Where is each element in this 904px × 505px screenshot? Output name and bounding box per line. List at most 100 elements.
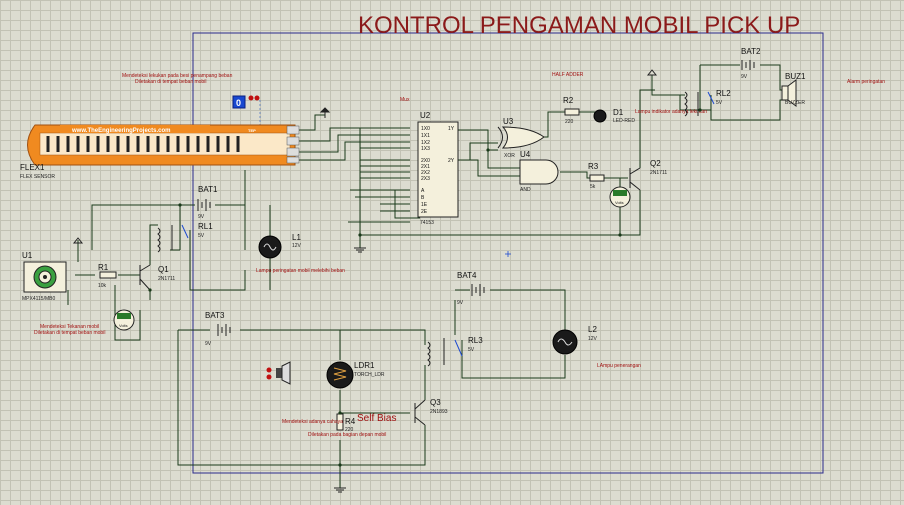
svg-text:2X3: 2X3 — [421, 176, 430, 182]
bat3-value: 9V — [205, 341, 212, 347]
rl1-value: 5V — [198, 233, 205, 239]
and-type: AND — [520, 187, 531, 193]
ground-symbols — [334, 247, 366, 493]
buz1-type: BUZZER — [785, 100, 805, 106]
resistor-r3[interactable] — [589, 174, 605, 182]
flex-note-2: Diletakan di tempat beban mobil — [135, 79, 206, 85]
lampu-peringatan-note: Lampu peringatan mobil melebihi beban — [256, 268, 345, 274]
q1-ref: Q1 — [158, 265, 169, 274]
tekanan-note-1: Mendeteksi Tekanan mobil — [40, 324, 99, 330]
battery-bat3[interactable] — [217, 324, 231, 336]
cursor-marker — [505, 251, 511, 257]
logic-probe[interactable]: 0 — [232, 95, 260, 109]
torch-icon — [266, 361, 291, 385]
alarm-note: Alarm peringatan — [847, 79, 885, 85]
mux-74153[interactable] — [417, 121, 459, 218]
r1-value: 10k — [98, 283, 107, 289]
transistor-q3[interactable] — [414, 399, 426, 426]
half-adder-note: HALF ADDER — [552, 72, 584, 78]
rl2-value: 5V — [716, 100, 723, 106]
svg-text:1X2: 1X2 — [421, 140, 430, 146]
voltmeter-q1-label: Volts — [119, 323, 128, 328]
bat2-ref: BAT2 — [741, 47, 761, 56]
l1-ref: L1 — [292, 233, 301, 242]
voltmeter-q2[interactable]: Volts — [609, 186, 631, 208]
rl3-value: 5V — [468, 347, 475, 353]
led-d1[interactable] — [593, 109, 607, 123]
r1-ref: R1 — [98, 263, 109, 272]
ldr1-type: TORCH_LDR — [354, 372, 385, 378]
lamp-l1[interactable] — [258, 235, 282, 259]
voltmeter-q1[interactable]: Volts — [113, 309, 135, 331]
r2-ref: R2 — [563, 96, 574, 105]
r2-value: 220 — [565, 119, 574, 125]
ldr-ldr1[interactable] — [326, 361, 354, 389]
flex-sensor-banner: www.TheEngineeringProjects.com — [71, 128, 170, 134]
resistor-r2[interactable] — [564, 108, 580, 116]
transistor-q2[interactable] — [629, 167, 641, 191]
l1-value: 12V — [292, 243, 302, 249]
pressure-sensor-u1[interactable] — [23, 261, 67, 293]
mux-note: Mux — [400, 97, 410, 103]
svg-text:A: A — [421, 188, 425, 194]
bat1-ref: BAT1 — [198, 185, 218, 194]
rl1-ref: RL1 — [198, 222, 213, 231]
q3-type: 2N1893 — [430, 409, 448, 415]
svg-text:1X1: 1X1 — [421, 133, 430, 139]
power-terminals — [72, 69, 658, 244]
svg-text:2X1: 2X1 — [421, 164, 430, 170]
d1-ref: D1 — [613, 108, 624, 117]
flex-sensor-traces — [46, 136, 240, 152]
svg-text:2X0: 2X0 — [421, 158, 430, 164]
ldr1-ref: LDR1 — [354, 361, 375, 370]
relay-rl1[interactable] — [157, 224, 189, 253]
lamp-l2[interactable] — [552, 329, 578, 355]
cahaya-note-1: Mendeteksi adanya cahaya — [282, 419, 343, 425]
flex-sensor[interactable]: www.TheEngineeringProjects.com TEP — [27, 124, 300, 166]
r4-value: 220 — [345, 427, 354, 433]
tekanan-note-2: Diletakan di tempat beban mobil — [34, 330, 105, 336]
battery-bat1[interactable] — [197, 199, 211, 211]
svg-text:1Y: 1Y — [448, 126, 455, 132]
buzzer-buz1[interactable] — [781, 79, 797, 107]
rl3-ref: RL3 — [468, 336, 483, 345]
flex-ref: FLEX1 — [20, 163, 45, 172]
svg-text:B: B — [421, 195, 425, 201]
xor-type: XOR — [504, 153, 515, 159]
self-bias-label: Self Bias — [357, 413, 396, 424]
r4-ref: R4 — [345, 417, 356, 426]
xor-gate[interactable] — [497, 126, 545, 149]
mux-type: 74153 — [420, 220, 434, 226]
and-ref: U4 — [520, 150, 531, 159]
resistor-r1[interactable] — [99, 271, 117, 279]
r3-ref: R3 — [588, 162, 599, 171]
bat2-value: 9V — [741, 74, 748, 80]
u1-type: MPX4115/MB0 — [22, 296, 55, 302]
junctions — [148, 108, 702, 467]
relay-rl2[interactable] — [684, 91, 715, 117]
svg-text:1E: 1E — [421, 202, 428, 208]
battery-bat2[interactable] — [741, 60, 755, 70]
rl2-ref: RL2 — [716, 89, 731, 98]
and-gate[interactable] — [519, 159, 559, 185]
relay-rl3[interactable] — [427, 338, 463, 367]
mux-pins: 1X0 1X1 1X2 1X3 2X0 2X1 2X2 2X3 A B 1E 2… — [421, 126, 455, 215]
r3-value: 5k — [590, 184, 596, 190]
schematic-title: KONTROL PENGAMAN MOBIL PICK UP — [358, 12, 800, 39]
sheet-border — [192, 32, 824, 474]
d1-type: LED-RED — [613, 118, 635, 124]
transistor-q1[interactable] — [139, 264, 151, 291]
battery-bat4[interactable] — [471, 284, 485, 296]
bat1-value: 9V — [198, 214, 205, 220]
svg-text:2E: 2E — [421, 209, 428, 215]
q3-ref: Q3 — [430, 398, 441, 407]
q2-ref: Q2 — [650, 159, 661, 168]
bat3-ref: BAT3 — [205, 311, 225, 320]
q1-type: 2N1711 — [158, 276, 175, 282]
flex-sensor-logo: TEP — [248, 128, 256, 133]
wires — [67, 64, 787, 488]
buz1-ref: BUZ1 — [785, 72, 806, 81]
logic-probe-value: 0 — [236, 98, 241, 108]
lampu-penerangan-note: LAmpu penerangan — [597, 363, 641, 369]
